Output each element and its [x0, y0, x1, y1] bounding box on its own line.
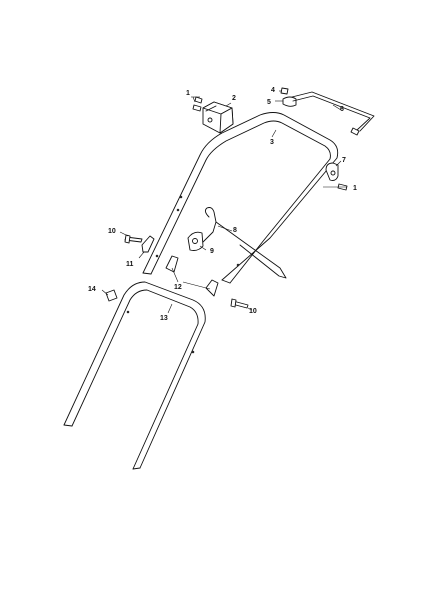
callout-13: 13: [160, 315, 168, 322]
callout-6: 6: [340, 106, 344, 113]
screw-upper-part: [192, 96, 203, 112]
end-cap-part: [105, 289, 118, 302]
leader-lines: [101, 90, 347, 314]
lower-handle-part: [63, 281, 206, 470]
callout-11: 11: [126, 261, 134, 268]
callout-10-right: 10: [249, 308, 257, 315]
bolt-right-part: [230, 298, 249, 309]
clip-left-part: [165, 255, 179, 273]
cable-clip-part: [325, 162, 339, 181]
nut-part: [280, 87, 289, 95]
cable-fitting-part: [282, 96, 297, 107]
callout-9: 9: [210, 248, 214, 255]
callout-14: 14: [88, 286, 96, 293]
control-cable-part: [291, 91, 375, 136]
clip-right-part: [205, 279, 219, 297]
callout-8: 8: [233, 227, 237, 234]
upper-handle-part: [142, 112, 339, 284]
callout-7: 7: [342, 157, 346, 164]
callout-1-lower: 1: [353, 185, 357, 192]
bolt-left-part: [124, 234, 143, 244]
callout-12: 12: [174, 284, 182, 291]
callout-3: 3: [270, 139, 274, 146]
control-box-part: [202, 101, 234, 134]
callout-4: 4: [271, 87, 275, 94]
callout-10-left: 10: [108, 228, 116, 235]
callout-2: 2: [232, 95, 236, 102]
callout-labels: 1 2 3 4 5 6 7 1 8 9 10 10 11 12 13 14: [88, 87, 357, 322]
clamp-knob-part: [141, 235, 155, 253]
cam-lever-part: [187, 231, 204, 251]
callout-1-upper: 1: [186, 90, 190, 97]
wire-hook-part: [202, 207, 287, 279]
callout-5: 5: [267, 99, 271, 106]
